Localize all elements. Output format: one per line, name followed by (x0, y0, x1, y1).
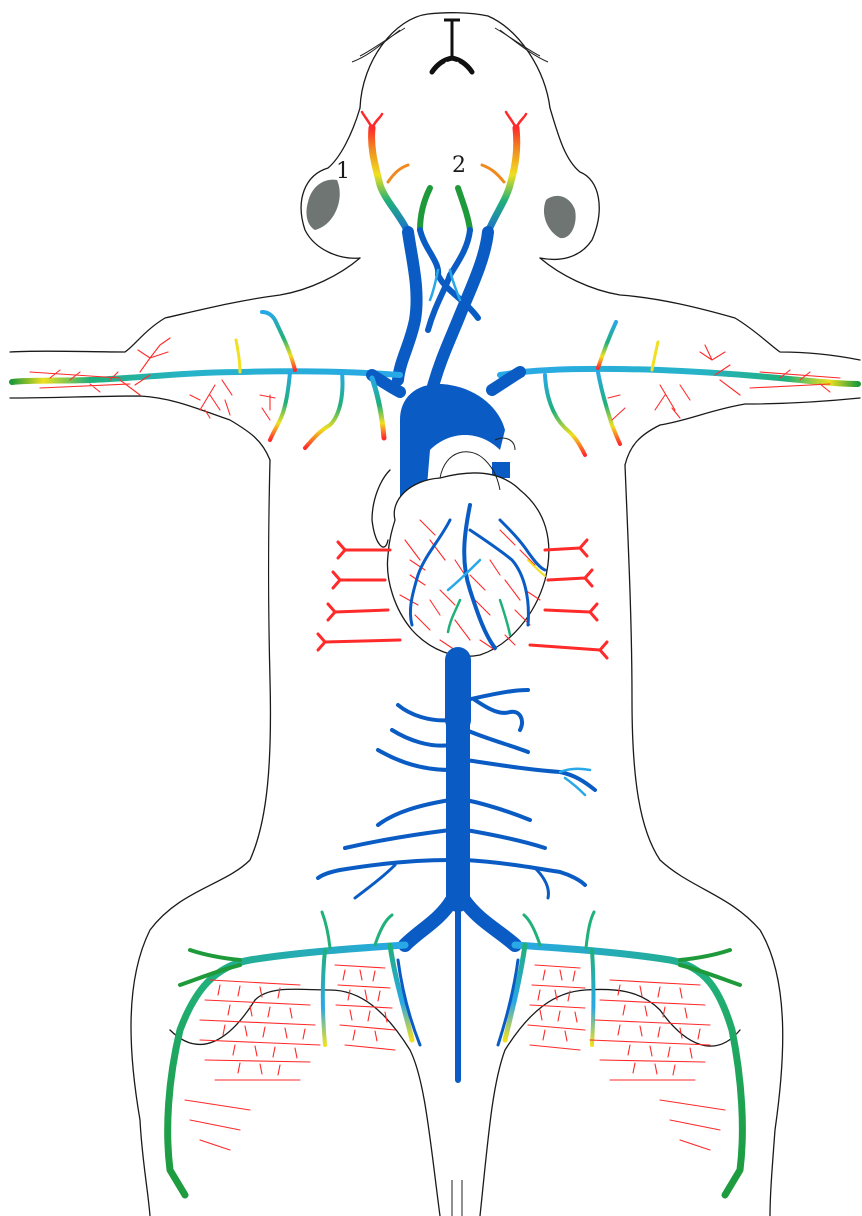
head-vessels (362, 112, 526, 232)
leg-vessels-right (498, 912, 742, 1195)
leg-vessels-left (168, 912, 420, 1195)
jugular-veins (398, 230, 488, 390)
arm-vessels-right (492, 322, 858, 455)
right-eye-icon (544, 196, 576, 238)
vessel-label-1: 1 (336, 159, 350, 184)
heart (372, 384, 549, 656)
left-eye-icon (306, 180, 339, 230)
heart-outline (387, 473, 548, 656)
vena-cava (318, 660, 595, 1080)
nose-icon (432, 20, 472, 72)
vessel-label-2: 2 (452, 153, 466, 178)
